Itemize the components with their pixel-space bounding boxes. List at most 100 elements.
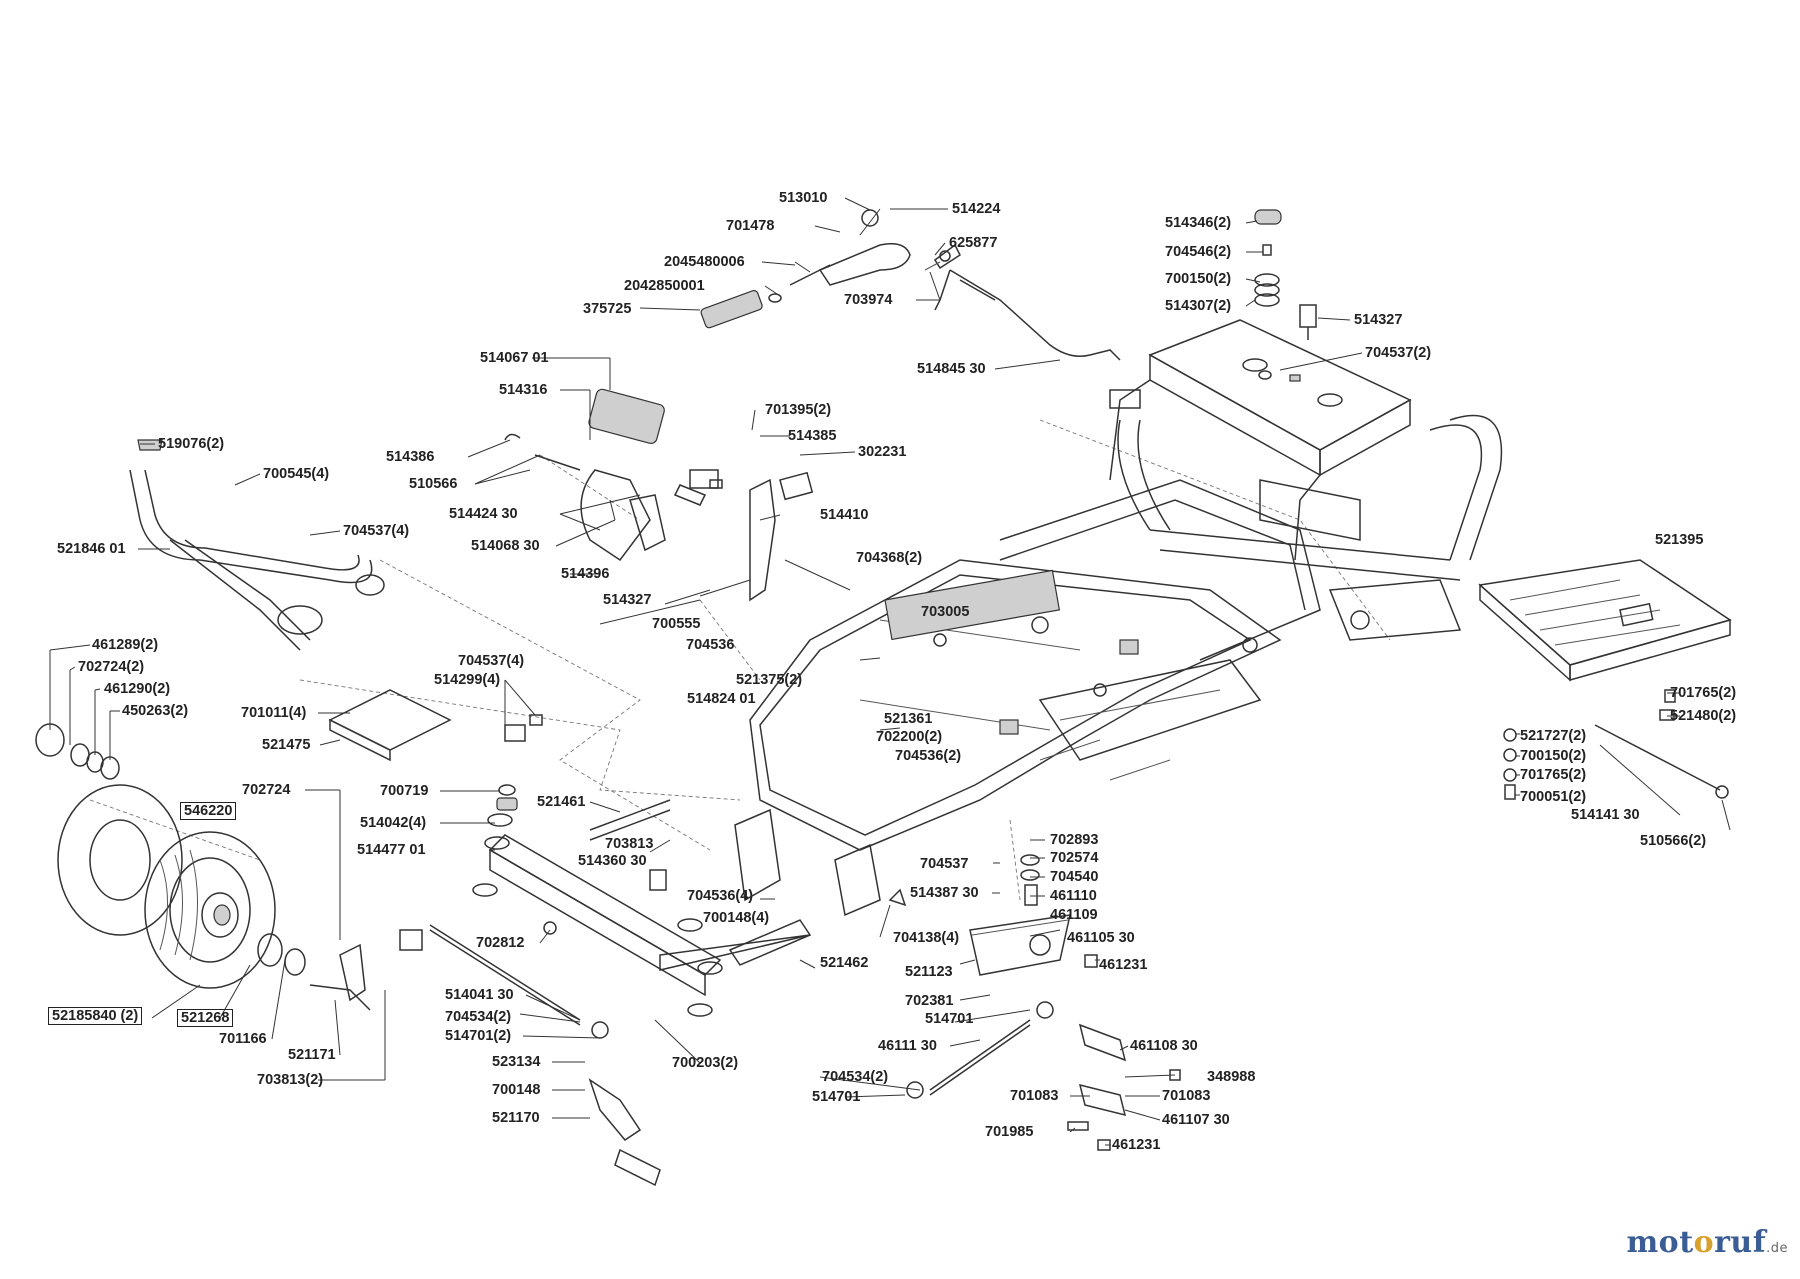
part-label-701083a: 701083 [1010, 1088, 1059, 1104]
part-label-521475: 521475 [262, 737, 311, 753]
part-label-546220: 546220 [180, 802, 237, 820]
part-label-702724b: 702724 [242, 782, 291, 798]
part-label-521462: 521462 [820, 955, 869, 971]
part-label-514067-01: 514067 01 [480, 350, 549, 366]
part-label-521171: 521171 [288, 1047, 336, 1063]
part-label-348988: 348988 [1207, 1069, 1256, 1085]
part-label-514386: 514386 [386, 449, 435, 465]
part-label-700719: 700719 [380, 783, 429, 799]
part-label-703813b: 703813(2) [257, 1072, 324, 1088]
motoruf-logo: motoruf.de [1626, 1225, 1788, 1260]
part-label-704540: 704540 [1050, 869, 1099, 885]
part-label-700148b: 700148 [492, 1082, 541, 1098]
part-label-514360: 514360 30 [578, 853, 647, 869]
small-brackets [328, 689, 907, 971]
part-label-521361: 521361 [884, 711, 933, 727]
assembly-guide-lines [89, 419, 1391, 901]
part-label-514068: 514068 30 [471, 538, 540, 554]
part-label-704546: 704546(2) [1165, 244, 1232, 260]
part-label-700148a: 700148(4) [703, 910, 770, 926]
main-chassis-frame [734, 414, 1503, 917]
part-label-704537b: 704537(4) [343, 523, 410, 539]
part-label-461289: 461289(2) [92, 637, 159, 653]
part-label-701765b: 701765(2) [1520, 767, 1587, 783]
part-label-703974: 703974 [844, 292, 893, 308]
part-label-510566b: 510566(2) [1640, 833, 1707, 849]
part-label-701478: 701478 [726, 218, 775, 234]
part-label-514042: 514042(4) [360, 815, 427, 831]
steering-shaft [934, 269, 1121, 361]
front-axle [472, 813, 723, 1017]
part-label-702812: 702812 [476, 935, 525, 951]
part-label-704536a: 704536 [686, 637, 735, 653]
part-label-702893: 702893 [1050, 832, 1099, 848]
part-label-514424: 514424 30 [449, 506, 518, 522]
part-label-461105: 461105 30 [1067, 930, 1135, 946]
part-label-701083b: 701083 [1162, 1088, 1211, 1104]
part-label-514824-01: 514824 01 [687, 691, 756, 707]
part-label-521170: 521170 [492, 1110, 540, 1126]
part-label-514701b: 514701(2) [445, 1028, 512, 1044]
part-label-704368: 704368(2) [856, 550, 923, 566]
switch-parts [1254, 209, 1317, 380]
part-label-701395: 701395(2) [765, 402, 832, 418]
part-label-519076: 519076(2) [158, 436, 225, 452]
part-label-700150a: 700150(2) [1165, 271, 1232, 287]
part-label-703813a: 703813 [605, 836, 654, 852]
part-label-514041: 514041 30 [445, 987, 514, 1003]
part-label-701765a: 701765(2) [1670, 685, 1737, 701]
part-label-46111: 46111 30 [878, 1038, 937, 1054]
part-label-514307: 514307(2) [1165, 298, 1232, 314]
part-label-2045480006: 2045480006 [664, 254, 745, 270]
part-label-703005: 703005 [921, 604, 970, 620]
front-wheels [35, 723, 306, 989]
part-label-523134: 523134 [492, 1054, 541, 1070]
footrest-plate [1478, 559, 1732, 682]
part-label-461231a: 461231 [1099, 957, 1148, 973]
part-label-461290: 461290(2) [104, 681, 171, 697]
lever-assembly [700, 209, 961, 329]
part-label-521375: 521375(2) [736, 672, 803, 688]
part-label-514385: 514385 [788, 428, 837, 444]
part-label-514327b: 514327 [603, 592, 652, 608]
part-label-700051: 700051(2) [1520, 789, 1587, 805]
part-label-302231: 302231 [858, 444, 907, 460]
part-label-514845: 514845 30 [917, 361, 986, 377]
part-label-701985: 701985 [985, 1124, 1034, 1140]
part-label-52185840: 52185840 (2) [48, 1007, 143, 1025]
part-label-700203: 700203(2) [672, 1055, 739, 1071]
part-label-700150b: 700150(2) [1520, 748, 1587, 764]
part-label-521480: 521480(2) [1670, 708, 1737, 724]
part-label-514396: 514396 [561, 566, 610, 582]
part-label-514477-01: 514477 01 [357, 842, 426, 858]
part-label-521268: 521268 [177, 1009, 234, 1027]
part-label-461110: 461110 [1050, 888, 1097, 904]
part-label-514410: 514410 [820, 507, 869, 523]
part-label-514327a: 514327 [1354, 312, 1403, 328]
part-label-700545: 700545(4) [263, 466, 330, 482]
part-label-704537a: 704537(2) [1365, 345, 1432, 361]
part-label-514299: 514299(4) [434, 672, 501, 688]
part-label-702381: 702381 [905, 993, 954, 1009]
part-label-450263: 450263(2) [122, 703, 189, 719]
part-label-461109: 461109 [1050, 907, 1098, 923]
part-label-704536b: 704536(2) [895, 748, 962, 764]
part-label-521461: 521461 [537, 794, 586, 810]
part-label-514701c: 514701 [812, 1089, 861, 1105]
part-label-514701a: 514701 [925, 1011, 974, 1027]
part-label-701011: 701011(4) [241, 705, 307, 721]
part-label-702574: 702574 [1050, 850, 1099, 866]
part-label-521846-01: 521846 01 [57, 541, 126, 557]
part-label-704536c: 704536(4) [687, 888, 754, 904]
spindles-and-tie-rods [309, 924, 1054, 1187]
part-label-521123: 521123 [905, 964, 953, 980]
part-label-701166: 701166 [219, 1031, 267, 1047]
part-label-521395: 521395 [1655, 532, 1704, 548]
fender-assembly [1109, 319, 1412, 561]
part-label-514346: 514346(2) [1165, 215, 1232, 231]
part-label-702200: 702200(2) [876, 729, 943, 745]
part-label-514141: 514141 30 [1571, 807, 1640, 823]
part-label-702724a: 702724(2) [78, 659, 145, 675]
